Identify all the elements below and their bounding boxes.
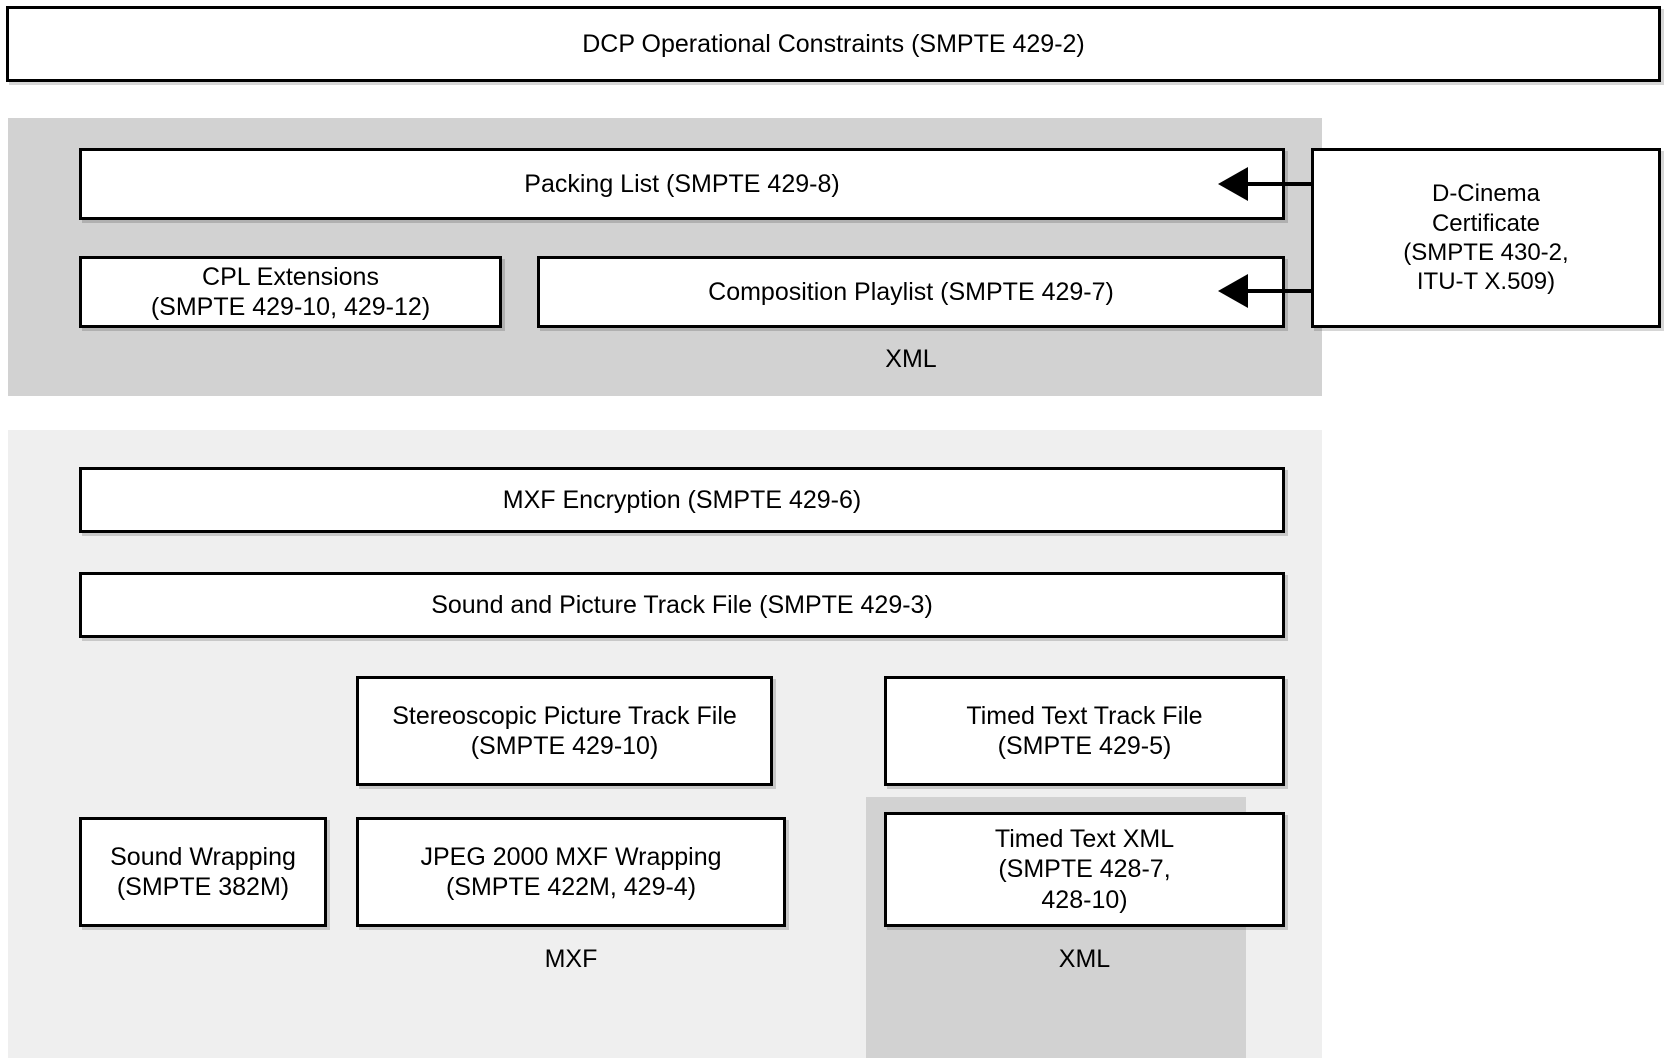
node-label-line4: ITU-T X.509) [1416, 268, 1556, 296]
node-label: Stereoscopic Picture Track File (SMPTE 4… [365, 701, 764, 762]
node-timed-text-xml: Timed Text XML (SMPTE 428-7, 428-10) [884, 812, 1285, 927]
node-label-line1: Sound Wrapping [110, 842, 296, 871]
node-d-cinema-certificate: D-Cinema Certificate (SMPTE 430-2, ITU-T… [1311, 148, 1661, 328]
node-label: Packing List (SMPTE 429-8) [524, 169, 840, 198]
node-label-line2: (SMPTE 382M) [116, 873, 290, 901]
panel-caption: MXF [544, 945, 598, 973]
node-label-line2: Certificate [1431, 209, 1541, 237]
node-label-line3: 428-10) [1041, 885, 1128, 914]
node-label-line1: CPL Extensions [202, 262, 379, 291]
node-composition-playlist: Composition Playlist (SMPTE 429-7) [537, 256, 1285, 328]
node-label-line1: D-Cinema [1431, 180, 1541, 208]
arrow-line-certificate-to-composition-playlist [1248, 289, 1313, 293]
node-label-line2: (SMPTE 428-7, [998, 855, 1171, 884]
arrow-head-certificate-to-composition-playlist [1218, 274, 1248, 308]
node-stereoscopic-picture-track-file: Stereoscopic Picture Track File (SMPTE 4… [356, 676, 773, 786]
panel-caption: XML [885, 345, 937, 373]
arrow-head-certificate-to-packing-list [1218, 167, 1248, 201]
node-label: Timed Text Track File (SMPTE 429-5) [893, 701, 1276, 762]
node-label-line2: (SMPTE 422M, 429-4) [445, 873, 697, 901]
node-label: DCP Operational Constraints (SMPTE 429-2… [582, 29, 1085, 58]
node-sound-wrapping: Sound Wrapping (SMPTE 382M) [79, 817, 327, 927]
node-cpl-extensions: CPL Extensions (SMPTE 429-10, 429-12) [79, 256, 502, 328]
panel-label-xml-top: XML [537, 345, 1285, 374]
node-label: CPL Extensions (SMPTE 429-10, 429-12) [88, 262, 493, 323]
node-sound-and-picture-track-file: Sound and Picture Track File (SMPTE 429-… [79, 572, 1285, 638]
node-label: Timed Text XML (SMPTE 428-7, 428-10) [893, 824, 1276, 916]
node-timed-text-track-file: Timed Text Track File (SMPTE 429-5) [884, 676, 1285, 786]
node-label-line2: (SMPTE 429-10, 429-12) [150, 293, 431, 321]
node-label: MXF Encryption (SMPTE 429-6) [502, 485, 862, 514]
node-label-line1: JPEG 2000 MXF Wrapping [420, 842, 722, 871]
node-label-line2: (SMPTE 429-5) [997, 732, 1172, 760]
node-label-line1: Timed Text Track File [966, 701, 1203, 730]
node-label-line2: (SMPTE 429-10) [470, 732, 659, 760]
node-label: Sound Wrapping (SMPTE 382M) [88, 842, 318, 903]
node-packing-list: Packing List (SMPTE 429-8) [79, 148, 1285, 220]
panel-label-xml-inner: XML [884, 945, 1285, 974]
panel-caption: XML [1058, 945, 1111, 973]
node-label: JPEG 2000 MXF Wrapping (SMPTE 422M, 429-… [365, 842, 777, 903]
panel-label-mxf: MXF [356, 945, 786, 974]
node-label-line1: Stereoscopic Picture Track File [392, 701, 737, 730]
node-label: Sound and Picture Track File (SMPTE 429-… [431, 590, 933, 619]
node-jpeg2000-mxf-wrapping: JPEG 2000 MXF Wrapping (SMPTE 422M, 429-… [356, 817, 786, 927]
node-label-line1: Timed Text XML [994, 824, 1175, 853]
node-label: D-Cinema Certificate (SMPTE 430-2, ITU-T… [1320, 179, 1652, 296]
node-label: Composition Playlist (SMPTE 429-7) [708, 277, 1114, 306]
node-label-line3: (SMPTE 430-2, [1403, 239, 1569, 266]
node-dcp-operational-constraints: DCP Operational Constraints (SMPTE 429-2… [6, 6, 1661, 82]
node-mxf-encryption: MXF Encryption (SMPTE 429-6) [79, 467, 1285, 533]
arrow-line-certificate-to-packing-list [1248, 182, 1313, 186]
